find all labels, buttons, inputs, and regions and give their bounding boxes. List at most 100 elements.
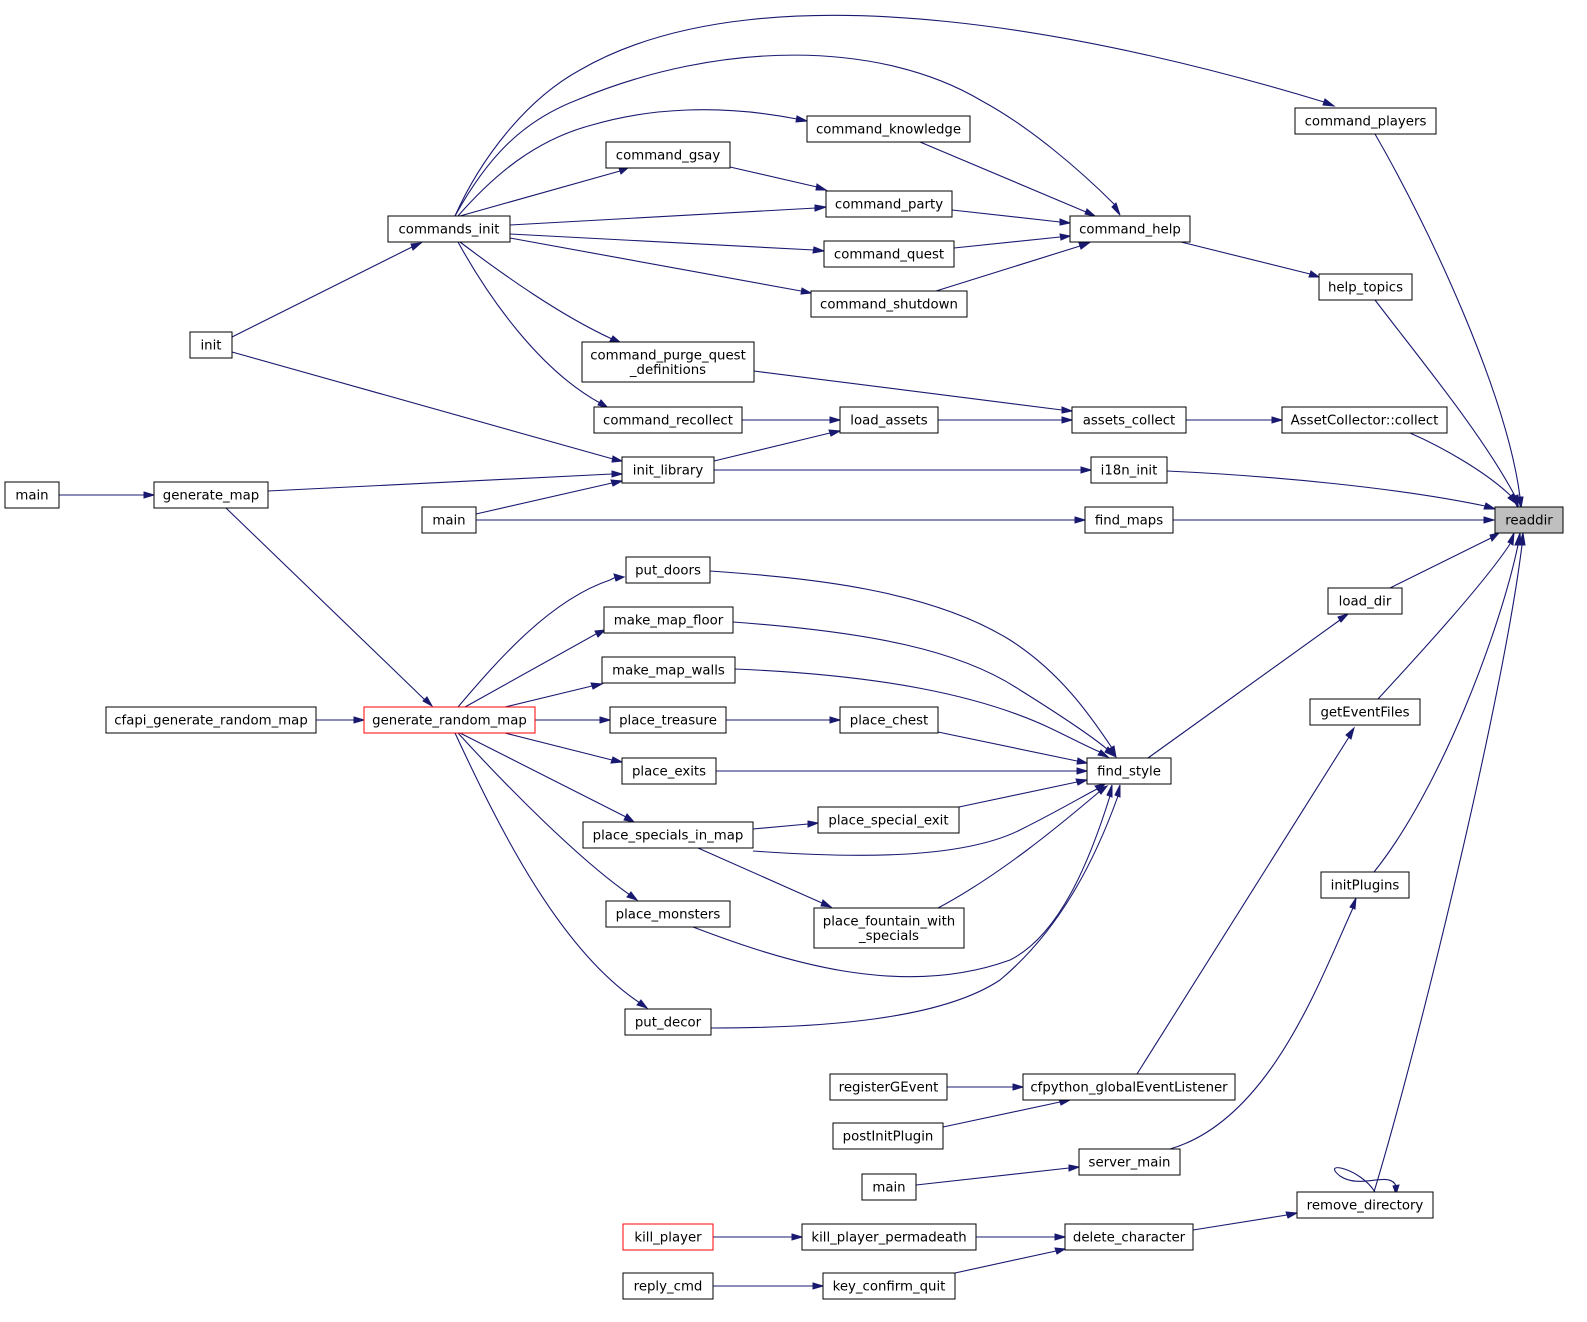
node-command-recollect[interactable]: command_recollect xyxy=(593,406,743,434)
node-key-confirm-quit[interactable]: key_confirm_quit xyxy=(822,1272,956,1300)
node-cfpython-globalEventListener[interactable]: cfpython_globalEventListener xyxy=(1022,1073,1236,1101)
node-place-exits[interactable]: place_exits xyxy=(621,757,717,785)
node-box[interactable] xyxy=(4,481,60,509)
node-kill-player[interactable]: kill_player xyxy=(622,1223,714,1251)
node-init[interactable]: init xyxy=(189,331,233,359)
node-find-style[interactable]: find_style xyxy=(1086,757,1172,785)
node-command-shutdown[interactable]: command_shutdown xyxy=(810,290,968,318)
node-box[interactable] xyxy=(1071,406,1187,434)
node-box[interactable] xyxy=(861,1173,917,1201)
node-box[interactable] xyxy=(1064,1223,1194,1251)
node-remove-directory[interactable]: remove_directory xyxy=(1296,1191,1434,1219)
node-i18n-init[interactable]: i18n_init xyxy=(1090,456,1168,484)
node-box[interactable] xyxy=(603,606,734,634)
node-main-2[interactable]: main xyxy=(421,506,477,534)
node-make-map-walls[interactable]: make_map_walls xyxy=(601,656,736,684)
node-box[interactable] xyxy=(839,406,939,434)
node-box[interactable] xyxy=(105,706,317,734)
node-main-3[interactable]: main xyxy=(861,1173,917,1201)
node-box[interactable] xyxy=(581,341,755,383)
node-command-players[interactable]: command_players xyxy=(1294,107,1437,135)
node-command-help[interactable]: command_help xyxy=(1069,215,1191,243)
node-box[interactable] xyxy=(829,1073,948,1101)
node-main-1[interactable]: main xyxy=(4,481,60,509)
node-box[interactable] xyxy=(1078,1148,1181,1176)
node-place-treasure[interactable]: place_treasure xyxy=(609,706,727,734)
node-box[interactable] xyxy=(601,656,736,684)
node-box[interactable] xyxy=(1086,757,1172,785)
node-help-topics[interactable]: help_topics xyxy=(1318,273,1413,301)
node-load-assets[interactable]: load_assets xyxy=(839,406,939,434)
node-load-dir[interactable]: load_dir xyxy=(1327,587,1403,615)
node-box[interactable] xyxy=(1281,406,1448,434)
node-commands-init[interactable]: commands_init xyxy=(387,215,511,243)
node-box[interactable] xyxy=(387,215,511,243)
node-generate-random-map[interactable]: generate_random_map xyxy=(363,706,536,734)
node-box[interactable] xyxy=(1327,587,1403,615)
node-box[interactable] xyxy=(1320,871,1410,899)
node-find-maps[interactable]: find_maps xyxy=(1084,506,1174,534)
node-command-gsay[interactable]: command_gsay xyxy=(605,141,731,169)
node-initPlugins[interactable]: initPlugins xyxy=(1320,871,1410,899)
node-box[interactable] xyxy=(810,290,968,318)
node-box[interactable] xyxy=(593,406,743,434)
node-box[interactable] xyxy=(813,907,965,949)
node-box[interactable] xyxy=(1022,1073,1236,1101)
node-init-library[interactable]: init_library xyxy=(621,456,715,484)
node-command-knowledge[interactable]: command_knowledge xyxy=(806,115,971,143)
node-box[interactable] xyxy=(1294,107,1437,135)
node-box[interactable] xyxy=(817,806,960,834)
node-reply-cmd[interactable]: reply_cmd xyxy=(622,1272,714,1300)
node-generate-map[interactable]: generate_map xyxy=(153,481,269,509)
node-command-quest[interactable]: command_quest xyxy=(823,240,955,268)
node-delete-character[interactable]: delete_character xyxy=(1064,1223,1194,1251)
node-place-special-exit[interactable]: place_special_exit xyxy=(817,806,960,834)
node-box[interactable] xyxy=(622,1223,714,1251)
node-box[interactable] xyxy=(822,1272,956,1300)
node-box[interactable] xyxy=(609,706,727,734)
node-box[interactable] xyxy=(1318,273,1413,301)
node-place-monsters[interactable]: place_monsters xyxy=(605,900,731,928)
node-box[interactable] xyxy=(1494,506,1564,534)
node-box[interactable] xyxy=(153,481,269,509)
node-box[interactable] xyxy=(1309,698,1421,726)
node-AssetCollector-collect[interactable]: AssetCollector::collect xyxy=(1281,406,1448,434)
node-box[interactable] xyxy=(832,1122,944,1150)
node-command-purge-quest-definitions[interactable]: command_purge_quest_definitions xyxy=(581,341,755,383)
node-box[interactable] xyxy=(1069,215,1191,243)
node-box[interactable] xyxy=(625,556,711,584)
node-registerGEvent[interactable]: registerGEvent xyxy=(829,1073,948,1101)
node-server-main[interactable]: server_main xyxy=(1078,1148,1181,1176)
node-box[interactable] xyxy=(621,456,715,484)
node-box[interactable] xyxy=(605,900,731,928)
node-box[interactable] xyxy=(421,506,477,534)
node-box[interactable] xyxy=(825,190,953,218)
node-box[interactable] xyxy=(363,706,536,734)
node-put-decor[interactable]: put_decor xyxy=(624,1008,712,1036)
node-box[interactable] xyxy=(1084,506,1174,534)
node-postInitPlugin[interactable]: postInitPlugin xyxy=(832,1122,944,1150)
node-box[interactable] xyxy=(1090,456,1168,484)
node-box[interactable] xyxy=(823,240,955,268)
node-box[interactable] xyxy=(801,1223,977,1251)
node-box[interactable] xyxy=(1296,1191,1434,1219)
node-readdir[interactable]: readdir xyxy=(1494,506,1564,534)
node-box[interactable] xyxy=(605,141,731,169)
node-box[interactable] xyxy=(624,1008,712,1036)
node-put-doors[interactable]: put_doors xyxy=(625,556,711,584)
node-place-fountain-with-specials[interactable]: place_fountain_with_specials xyxy=(813,907,965,949)
node-box[interactable] xyxy=(622,1272,714,1300)
node-place-chest[interactable]: place_chest xyxy=(839,706,939,734)
node-kill-player-permadeath[interactable]: kill_player_permadeath xyxy=(801,1223,977,1251)
node-box[interactable] xyxy=(621,757,717,785)
node-box[interactable] xyxy=(806,115,971,143)
node-box[interactable] xyxy=(839,706,939,734)
node-command-party[interactable]: command_party xyxy=(825,190,953,218)
node-getEventFiles[interactable]: getEventFiles xyxy=(1309,698,1421,726)
node-cfapi-generate-random-map[interactable]: cfapi_generate_random_map xyxy=(105,706,317,734)
node-place-specials-in-map[interactable]: place_specials_in_map xyxy=(582,821,754,849)
node-assets-collect[interactable]: assets_collect xyxy=(1071,406,1187,434)
node-make-map-floor[interactable]: make_map_floor xyxy=(603,606,734,634)
node-box[interactable] xyxy=(582,821,754,849)
node-box[interactable] xyxy=(189,331,233,359)
